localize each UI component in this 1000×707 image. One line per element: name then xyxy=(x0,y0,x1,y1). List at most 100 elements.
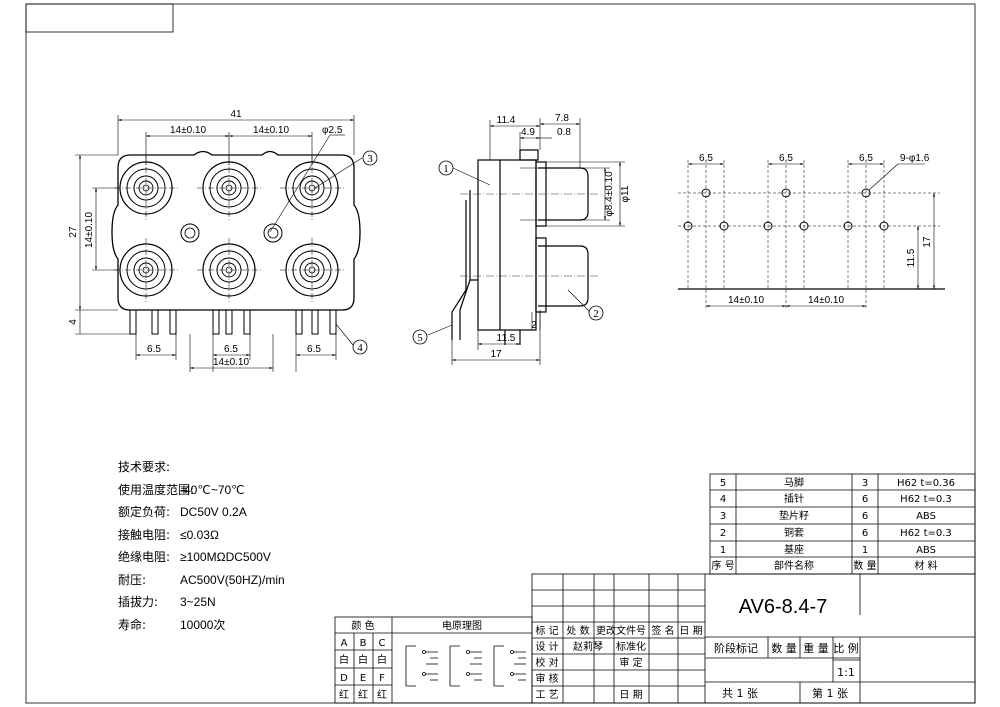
dim-pcb-14-left: 14±0.10 xyxy=(728,295,765,306)
dim-height-14: 14±0.10 xyxy=(84,212,95,249)
color-f: 红 xyxy=(377,688,387,701)
rev-header-doc: 更改文件号 xyxy=(596,624,646,637)
part-3-mat: ABS xyxy=(916,511,936,522)
color-letter-d: D xyxy=(340,673,348,684)
color-a: 白 xyxy=(339,653,349,666)
spec-value: ≥100MΩDC500V xyxy=(180,550,271,564)
dim-side-0-8: 0.8 xyxy=(557,127,571,138)
spec-row-temperature: 使用温度范围:-40℃~70℃ xyxy=(118,479,285,502)
spec-key: 插拔力: xyxy=(118,595,159,609)
spec-key: 接触电阻: xyxy=(118,527,171,542)
part-5-name: 马脚 xyxy=(784,476,804,489)
parts-header-mat: 材 料 xyxy=(914,559,937,572)
spec-row-lifetime: 寿命: 10000次 xyxy=(118,614,285,637)
part-1-name: 基座 xyxy=(784,543,804,556)
designer-name: 赵莉琴 xyxy=(573,640,603,653)
sheets-total: 共 1 张 xyxy=(722,687,758,700)
spec-value: ≤0.03Ω xyxy=(180,527,219,542)
process-label: 工 艺 xyxy=(535,689,558,701)
parts-header-qty: 数 量 xyxy=(853,559,876,572)
spec-key: 使用温度范围: xyxy=(118,482,195,497)
spec-row-insertion-force: 插拔力: 3~25N xyxy=(118,591,285,614)
part-2-qty: 6 xyxy=(862,528,868,539)
part-number: AV6-8.4-7 xyxy=(739,596,828,618)
part-4-mat: H62 t=0.3 xyxy=(900,494,952,505)
dim-side-11-4: 11.4 xyxy=(497,115,516,126)
color-letter-c: C xyxy=(379,638,386,649)
rev-header-sign: 签 名 xyxy=(651,624,674,637)
spec-value: 3~25N xyxy=(180,595,216,609)
side-view xyxy=(427,118,625,365)
dim-side-2: 2 xyxy=(531,320,537,331)
rev-header-count: 处 数 xyxy=(566,624,589,637)
spec-title: 技术要求: xyxy=(118,460,171,474)
dim-pcb-pitch-1: 6.5 xyxy=(699,153,713,164)
audit-label: 审 核 xyxy=(535,672,558,685)
parts-list xyxy=(709,473,976,575)
spec-key: 耐压: xyxy=(118,572,147,587)
part-4-name: 插针 xyxy=(784,492,804,505)
part-4-qty: 6 xyxy=(862,494,868,505)
part-5-mat: H62 t=0.36 xyxy=(897,478,955,489)
spec-row-insulation: 绝缘电阻: ≥100MΩDC500V xyxy=(118,546,285,569)
weight-label: 重 量 xyxy=(803,641,829,655)
dim-pcb-11-5: 11.5 xyxy=(906,248,917,267)
part-1-no: 1 xyxy=(720,545,726,556)
dim-pcb-hole: 9-φ1.6 xyxy=(900,153,930,164)
parts-header-name: 部件名称 xyxy=(774,559,814,572)
stage-label: 阶段标记 xyxy=(714,641,758,655)
dim-side-d8-4: φ8.4±0.10 xyxy=(604,171,615,217)
svg-text:1: 1 xyxy=(443,163,449,175)
spec-value: -40℃~70℃ xyxy=(180,482,245,497)
dim-side-17: 17 xyxy=(490,349,502,360)
circuit-header: 电原理图 xyxy=(442,619,482,632)
part-2-no: 2 xyxy=(720,528,726,539)
spec-value: DC50V 0.2A xyxy=(180,505,247,519)
part-4-no: 4 xyxy=(720,494,726,505)
date-label: 日 期 xyxy=(619,689,642,701)
dim-side-7-8: 7.8 xyxy=(555,113,569,124)
color-c: 白 xyxy=(377,653,387,666)
dim-pitch-bottom: 14±0.10 xyxy=(213,357,250,368)
dim-pin-pitch-left: 6.5 xyxy=(147,344,161,355)
dim-overall-width: 41 xyxy=(230,109,242,120)
sheet-number: 第 1 张 xyxy=(812,686,848,700)
svg-text:3: 3 xyxy=(367,153,373,165)
scale-value: 1:1 xyxy=(837,666,855,679)
review-label: 审 定 xyxy=(619,656,642,669)
color-letter-e: E xyxy=(360,673,366,684)
circuit-schematic xyxy=(405,645,526,687)
part-1-qty: 1 xyxy=(862,545,868,556)
spec-key: 额定负荷: xyxy=(118,505,171,519)
part-3-no: 3 xyxy=(720,511,726,522)
color-header: 颜 色 xyxy=(351,619,374,632)
part-1-mat: ABS xyxy=(916,545,936,556)
part-3-name: 垫片籽 xyxy=(779,509,809,522)
title-block xyxy=(531,573,976,704)
standard-label: 标准化 xyxy=(616,640,646,653)
color-letter-a: A xyxy=(341,638,348,649)
balloon-5: 5 xyxy=(412,329,428,345)
spec-row-contact-resistance: 接触电阻: ≤0.03Ω xyxy=(118,524,285,547)
qty-label: 数 量 xyxy=(771,642,797,655)
part-2-mat: H62 t=0.3 xyxy=(900,528,952,539)
dim-side-11-5: 11.5 xyxy=(497,333,516,344)
svg-text:2: 2 xyxy=(593,308,599,320)
part-5-no: 5 xyxy=(720,478,726,489)
color-e: 红 xyxy=(358,688,368,701)
dim-pin-length: 4 xyxy=(68,319,79,325)
dim-pin-pitch-mid: 6.5 xyxy=(224,344,238,355)
check-label: 校 对 xyxy=(535,656,558,669)
svg-text:5: 5 xyxy=(417,332,423,344)
part-2-name: 铜套 xyxy=(784,526,804,539)
spec-key: 寿命: xyxy=(118,617,147,632)
spec-row-rated-load: 额定负荷: DC50V 0.2A xyxy=(118,501,285,524)
spec-value: 10000次 xyxy=(180,617,226,632)
color-b: 白 xyxy=(358,653,368,666)
color-letter-b: B xyxy=(360,638,367,649)
parts-rows: 5 马脚 3 H62 t=0.36 4 插针 6 H62 t=0.3 3 垫片籽… xyxy=(711,476,955,572)
balloon-4: 4 xyxy=(352,339,368,355)
spec-key: 绝缘电阻: xyxy=(118,550,171,564)
dim-pcb-14-right: 14±0.10 xyxy=(808,295,845,306)
